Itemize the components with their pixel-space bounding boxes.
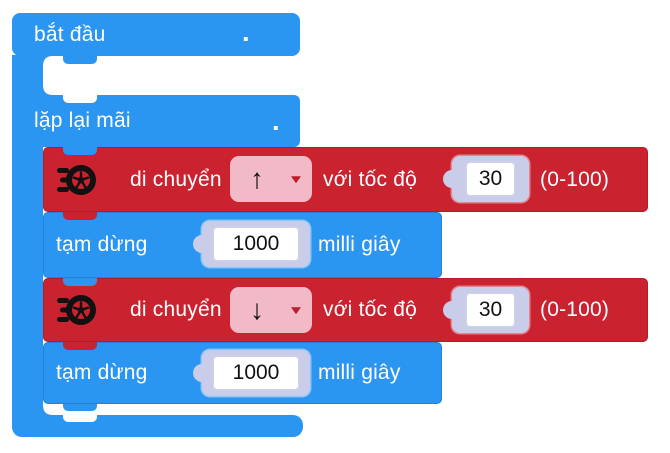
socket-knob: [443, 170, 461, 188]
duration-input-socket: 1000: [193, 221, 310, 267]
start-left-arm: [12, 55, 43, 96]
block-bottom-nub: [63, 278, 97, 286]
speed-input[interactable]: 30: [466, 293, 515, 327]
forever-bottom-arm: [12, 415, 303, 437]
wait-label: tạm dừng: [56, 361, 148, 384]
duration-input[interactable]: 1000: [213, 227, 299, 261]
block-move-forward[interactable]: di chuyển ↑ với tốc độ 30 (0-100): [43, 147, 648, 220]
block-bottom-nub: [63, 404, 97, 411]
forever-top-nub: [63, 147, 97, 155]
socket-knob: [193, 364, 211, 382]
block-bottom-nub: [63, 212, 97, 220]
speed-range-label: (0-100): [540, 298, 610, 321]
socket-knob: [443, 301, 461, 319]
speed-label: với tốc độ: [323, 298, 417, 321]
start-label: bắt đầu: [34, 22, 106, 46]
direction-arrow-up: ↑: [250, 163, 264, 194]
start-dot: .: [242, 17, 250, 47]
direction-dropdown[interactable]: ↑: [230, 156, 312, 202]
duration-input[interactable]: 1000: [213, 356, 299, 390]
wheel-icon: [57, 292, 97, 328]
caret-down-icon: [291, 307, 301, 315]
slot-floor-notch: [63, 95, 97, 103]
inner-corner: [43, 407, 51, 415]
forever-left-arm: [12, 147, 43, 415]
block-start[interactable]: bắt đầu .: [12, 13, 300, 64]
caret-down-icon: [291, 176, 301, 184]
forever-label: lặp lại mãi: [34, 109, 131, 132]
block-move-backward[interactable]: di chuyển ↓ với tốc độ 30 (0-100): [43, 278, 648, 350]
wheel-icon: [57, 162, 97, 198]
speed-input-socket: 30: [443, 287, 529, 333]
block-bottom-nub: [63, 342, 97, 350]
direction-dropdown[interactable]: ↓: [230, 287, 312, 333]
inner-corner: [43, 56, 51, 64]
move-action-label: di chuyển: [130, 298, 222, 321]
speed-input-socket: 30: [443, 156, 529, 202]
speed-input[interactable]: 30: [466, 162, 515, 196]
socket-knob: [193, 235, 211, 253]
speed-label: với tốc độ: [323, 167, 417, 191]
block-wait[interactable]: tạm dừng 1000 milli giây: [43, 212, 442, 286]
unit-label: milli giây: [318, 233, 401, 256]
unit-label: milli giây: [318, 361, 401, 384]
block-wait[interactable]: tạm dừng 1000 milli giây: [43, 342, 442, 411]
speed-range-label: (0-100): [540, 167, 610, 191]
direction-arrow-down: ↓: [250, 294, 264, 325]
move-action-label: di chuyển: [130, 167, 222, 191]
start-bottom-nub: [63, 56, 97, 64]
block-forever[interactable]: lặp lại mãi .: [12, 95, 300, 155]
wait-label: tạm dừng: [56, 233, 148, 256]
foot-notch: [63, 415, 97, 422]
inner-corner: [43, 87, 51, 95]
duration-input-socket: 1000: [193, 350, 310, 396]
forever-dot: .: [272, 106, 280, 136]
